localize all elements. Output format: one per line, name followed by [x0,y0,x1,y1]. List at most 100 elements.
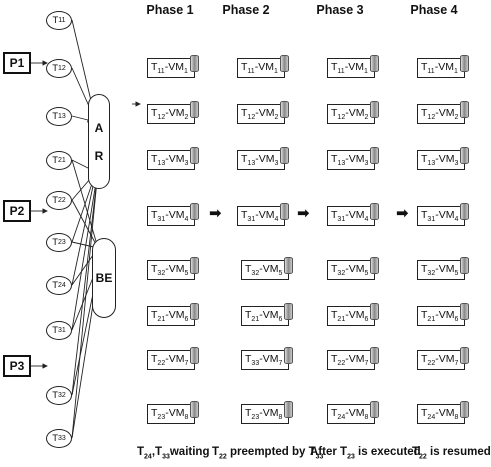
queue-label-be: BE [95,271,113,285]
cylinder-icon [370,257,379,274]
task-link [71,169,101,439]
cylinder-icon [190,401,199,418]
cylinder-icon [460,147,469,164]
vm-box: T31-VM4 [237,203,289,226]
cylinder-icon [460,401,469,418]
vm-label: T13-VM3 [151,152,189,168]
vm-label: T23-VM8 [245,406,283,422]
cylinder-icon [284,303,293,320]
cylinder-icon [284,401,293,418]
vm-box: T12-VM2 [327,101,379,124]
task-link [71,19,94,106]
vm-label: T11-VM1 [151,60,188,76]
vm-box: T22-VM7 [147,347,199,370]
vm-label: T11-VM1 [421,60,458,76]
vm-label: T31-VM4 [241,208,279,224]
cylinder-icon [280,203,289,220]
phase-caption: T22 is resumed [412,446,491,461]
vm-box: T11-VM1 [147,55,199,78]
cylinder-icon [460,347,469,364]
queue-label-a: A [94,120,104,135]
vm-box: T31-VM4 [147,203,199,226]
vm-label: T13-VM3 [421,152,459,168]
vm-label: T23-VM8 [151,406,189,422]
vm-label: T21-VM6 [151,308,189,324]
vm-box: T13-VM3 [327,147,379,170]
vm-label: T12-VM2 [421,106,459,122]
vm-box: T31-VM4 [417,203,469,226]
task-link [71,171,98,286]
vm-label: T31-VM4 [331,208,369,224]
cylinder-icon [190,147,199,164]
process-box: P1 [3,52,31,74]
vm-box: T32-VM5 [147,257,199,280]
vm-box: T21-VM6 [417,303,469,326]
cylinder-icon [370,101,379,118]
vm-label: T31-VM4 [151,208,189,224]
vm-label: T24-VM8 [331,406,369,422]
vm-box: T22-VM7 [417,347,469,370]
cylinder-icon [190,203,199,220]
vm-box: T12-VM2 [237,101,289,124]
phase-caption: T24,T33waiting [137,446,210,461]
cylinder-icon [284,347,293,364]
vm-label: T22-VM7 [151,352,189,368]
vm-box: T33-VM7 [241,347,293,370]
vm-label: T21-VM6 [331,308,369,324]
vm-label: T31-VM4 [421,208,459,224]
cylinder-icon [190,101,199,118]
vm-label: T22-VM7 [421,352,459,368]
cylinder-icon [190,303,199,320]
vm-box: T21-VM6 [327,303,379,326]
cylinder-icon [460,257,469,274]
vm-box: T24-VM8 [327,401,379,424]
cylinder-icon [460,203,469,220]
vm-label: T32-VM5 [421,262,459,278]
vm-box: T22-VM7 [327,347,379,370]
phase-caption: T22 preempted by T33 [212,446,324,461]
vm-box: T11-VM1 [417,55,469,78]
vm-box: T32-VM5 [417,257,469,280]
vm-label: T12-VM2 [331,106,369,122]
process-box: P3 [3,355,31,377]
vm-box: T32-VM5 [241,257,293,280]
phase-header: Phase 4 [410,3,458,17]
transition-arrow: ➡ [209,205,222,222]
vm-box: T13-VM3 [147,147,199,170]
vm-box: T32-VM5 [327,257,379,280]
task-link [71,169,100,331]
vm-box: T12-VM2 [417,101,469,124]
vm-label: T32-VM5 [151,262,189,278]
vm-label: T33-VM7 [245,352,283,368]
cylinder-icon [284,257,293,274]
vm-box: T23-VM8 [241,401,293,424]
vm-label: T22-VM7 [331,352,369,368]
vm-label: T13-VM3 [241,152,279,168]
cylinder-icon [370,347,379,364]
vm-box: T31-VM4 [327,203,379,226]
transition-arrow: ➡ [396,205,409,222]
cylinder-icon [370,303,379,320]
vm-box: T24-VM8 [417,401,469,424]
cylinder-icon [190,55,199,72]
vm-box: T21-VM6 [147,303,199,326]
cylinder-icon [460,101,469,118]
cylinder-icon [370,55,379,72]
queue-label-r: R [94,148,104,163]
phase-header: Phase 2 [222,3,270,17]
phase-header: Phase 3 [316,3,364,17]
vm-box: T13-VM3 [417,147,469,170]
vm-label: T21-VM6 [245,308,283,324]
vm-label: T13-VM3 [331,152,369,168]
cylinder-icon [190,257,199,274]
vm-box: T13-VM3 [237,147,289,170]
